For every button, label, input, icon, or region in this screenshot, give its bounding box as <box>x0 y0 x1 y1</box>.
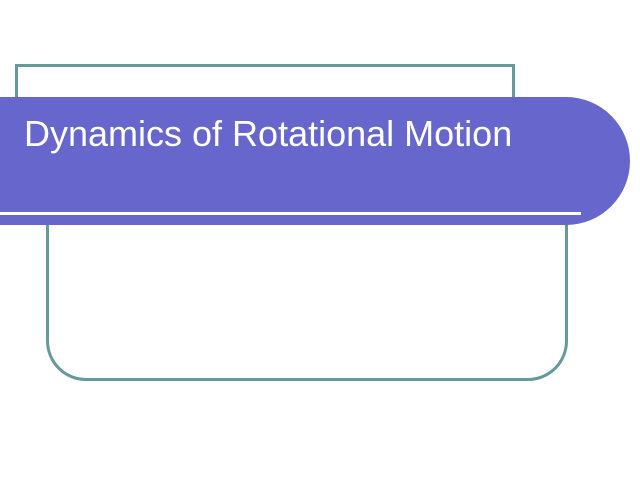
slide-title: Dynamics of Rotational Motion <box>24 113 513 154</box>
banner-divider-line <box>0 212 581 215</box>
decorative-frame-bottom <box>46 200 568 381</box>
decorative-frame-top <box>15 64 515 104</box>
title-banner <box>0 97 630 225</box>
